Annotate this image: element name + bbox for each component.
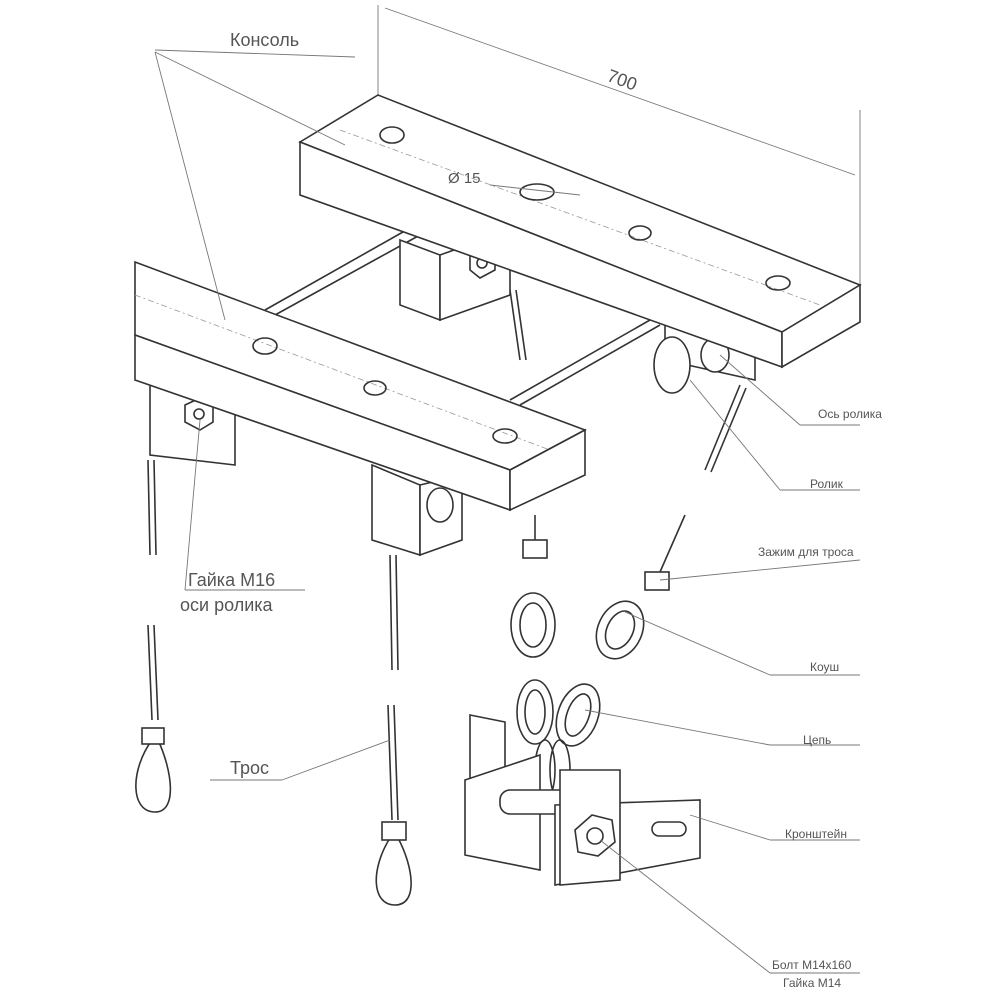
clamp-label: Зажим для троса xyxy=(758,545,854,559)
nut-m14-label: Гайка M14 xyxy=(783,976,842,990)
cables xyxy=(135,459,686,906)
axle-label: Ось ролика xyxy=(818,407,882,421)
bracket-label: Кронштейн xyxy=(785,827,847,841)
roller-label: Ролик xyxy=(810,477,843,491)
top-beam xyxy=(298,94,862,369)
console-label: Консоль xyxy=(230,30,300,50)
nut-m16-label-line1: Гайка M16 xyxy=(188,570,276,590)
lower-hangers xyxy=(149,378,463,557)
dimension-700 xyxy=(377,5,861,285)
nut-m16-label-line2: оси ролика xyxy=(180,595,273,615)
thimble-label: Коуш xyxy=(810,660,840,674)
lower-beam xyxy=(134,260,587,512)
hole-diameter-label: Ø 15 xyxy=(448,170,481,187)
chain-label: Цепь xyxy=(803,733,832,747)
bracket xyxy=(464,714,701,886)
leader-lines xyxy=(154,49,861,974)
cable-label: Трос xyxy=(230,758,270,778)
cross-rods xyxy=(264,227,747,473)
bolt-label: Болт M14x160 xyxy=(772,958,852,972)
